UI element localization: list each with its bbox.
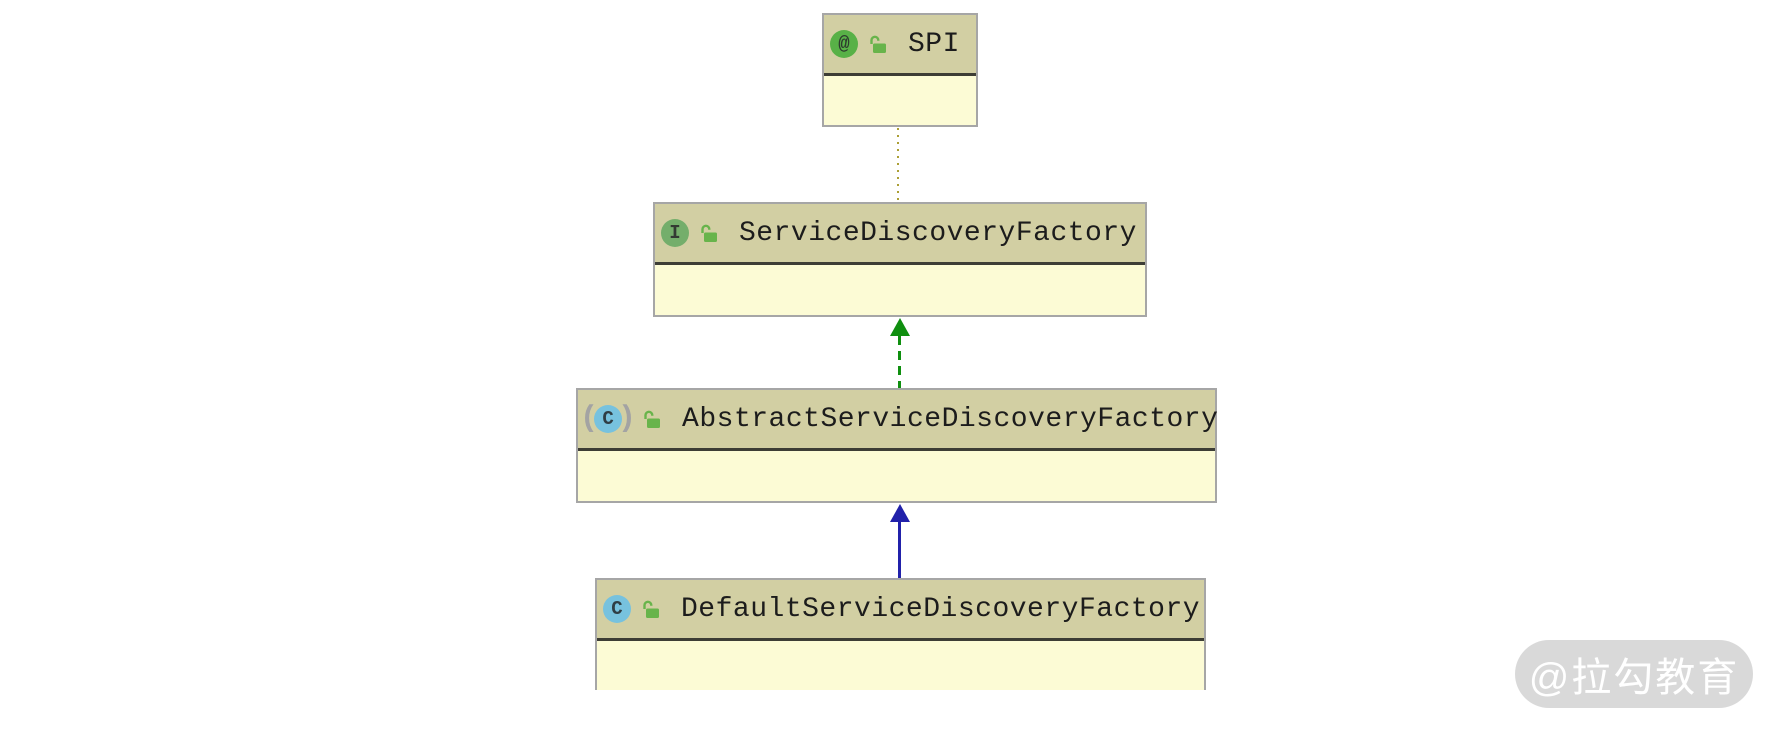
class-icon: C [594,405,623,433]
inheritance-arrowhead-icon [890,504,910,522]
node-header: ( C ) AbstractServiceDiscoveryFactory [578,390,1219,451]
uml-node-defaultservicediscoveryfactory[interactable]: C DefaultServiceDiscoveryFactory [595,578,1206,690]
abstract-class-icon: ( C ) [580,404,636,434]
node-body [578,451,1215,500]
node-title: SPI [908,28,960,60]
uml-node-spi[interactable]: @ SPI [822,13,978,127]
uml-node-servicediscoveryfactory[interactable]: I ServiceDiscoveryFactory [653,202,1147,317]
uml-node-abstractservicediscoveryfactory[interactable]: ( C ) AbstractServiceDiscoveryFactory [576,388,1219,503]
abstract-paren-open: ( [580,402,599,436]
node-header: I ServiceDiscoveryFactory [655,204,1145,265]
edge-realization-dashed [898,336,901,388]
node-body [824,76,976,125]
watermark-text: @拉勾教育 [1528,656,1740,700]
public-lock-icon [644,410,661,428]
interface-icon: I [661,219,689,247]
class-icon: C [603,595,631,623]
node-header: @ SPI [824,15,976,76]
edge-annotation-dotted [897,128,899,202]
realization-arrowhead-icon [890,318,910,336]
node-header: C DefaultServiceDiscoveryFactory [597,580,1204,641]
watermark-badge: @拉勾教育 [1515,640,1753,708]
annotation-icon: @ [830,30,858,58]
node-title: ServiceDiscoveryFactory [739,217,1137,249]
public-lock-icon [701,224,717,242]
node-body [597,641,1204,690]
abstract-paren-close: ) [618,402,637,436]
node-title: AbstractServiceDiscoveryFactory [682,403,1219,435]
edge-inheritance-solid [898,522,901,578]
node-title: DefaultServiceDiscoveryFactory [681,593,1201,625]
public-lock-icon [643,600,659,618]
node-body [655,265,1145,314]
public-lock-icon [870,35,886,53]
